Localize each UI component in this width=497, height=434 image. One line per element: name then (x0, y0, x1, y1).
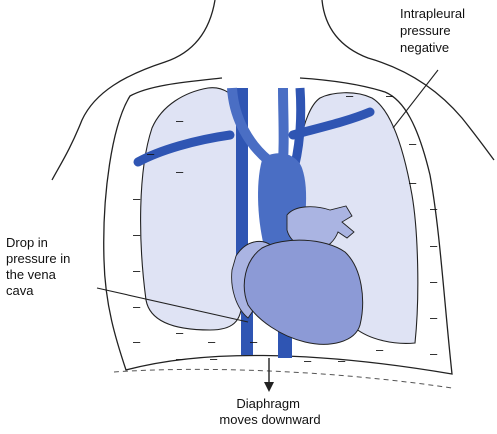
minus-sign: – (430, 346, 438, 361)
minus-sign: – (386, 88, 394, 103)
inferior-vena-cava (241, 305, 253, 355)
minus-sign: – (133, 191, 141, 206)
minus-sign: – (147, 146, 155, 161)
heart-ventricles (243, 239, 364, 345)
minus-sign: – (430, 201, 438, 216)
pulmonary-vessel-left (133, 130, 235, 167)
minus-sign: – (176, 164, 184, 179)
minus-sign: – (210, 351, 218, 366)
minus-sign: – (208, 334, 216, 349)
diaphragm-line (113, 368, 453, 389)
minus-sign: – (250, 334, 258, 349)
body-outline (51, 0, 495, 181)
vena-cava-leader-line (96, 287, 249, 323)
vena-cava-label: Drop in pressure in the vena cava (6, 235, 74, 298)
minus-sign: – (133, 334, 141, 349)
minus-sign: – (176, 351, 184, 366)
minus-sign: – (409, 175, 417, 190)
minus-sign: – (430, 310, 438, 325)
minus-sign: – (133, 227, 141, 242)
intrapleural-leader-line (392, 69, 439, 129)
minus-sign: – (133, 263, 141, 278)
negative-pressure-signs: ––––––––––––––––––––––––– (133, 88, 438, 368)
intrapleural-label: Intrapleural pressure negative (400, 6, 469, 55)
minus-sign: – (376, 342, 384, 357)
minus-sign: – (133, 299, 141, 314)
diaphragm-arrow-head (264, 382, 274, 392)
minus-sign: – (338, 353, 346, 368)
brachiocephalic-vessel (227, 87, 272, 164)
minus-sign: – (430, 238, 438, 253)
minus-sign: – (304, 353, 312, 368)
minus-sign: – (430, 274, 438, 289)
minus-sign: – (409, 136, 417, 151)
left-lung (140, 87, 243, 331)
diaphragm-label: Diaphragm moves downward (219, 396, 320, 427)
minus-sign: – (346, 88, 354, 103)
minus-sign: – (176, 325, 184, 340)
thoracic-cavity (103, 77, 453, 375)
minus-sign: – (176, 113, 184, 128)
